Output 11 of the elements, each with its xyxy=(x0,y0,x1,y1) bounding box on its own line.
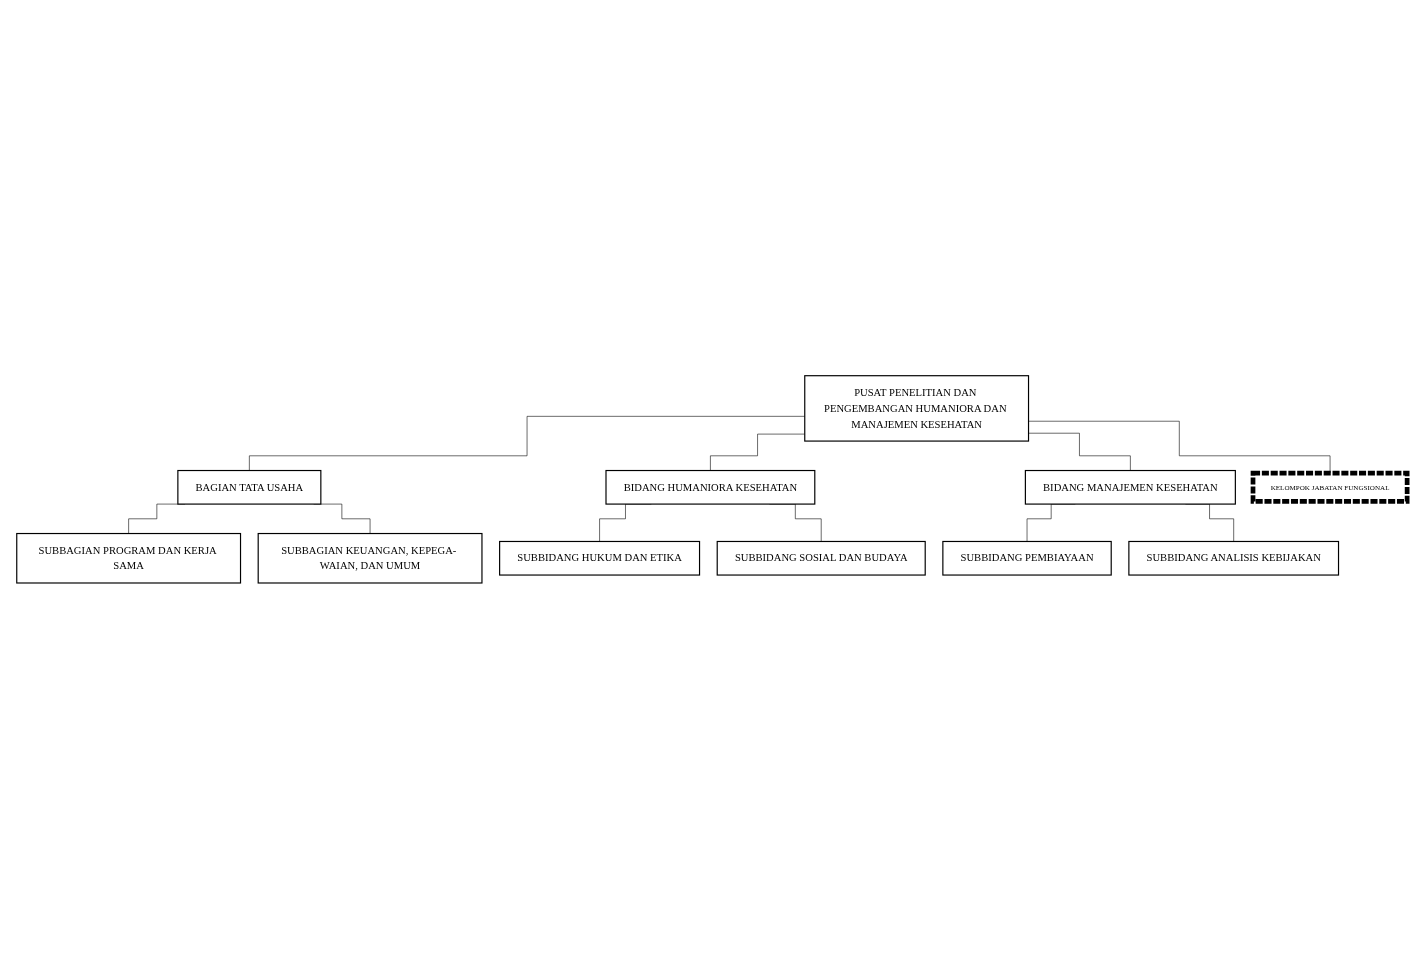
node-box: BAGIAN TATA USAHA xyxy=(177,470,322,505)
node-box: BIDANG HUMANIORA KESEHATAN xyxy=(605,470,816,505)
node-box: SUBBIDANG ANALISIS KEBIJAKAN xyxy=(1128,541,1340,576)
node-box: BIDANG MANAJEMEN KESEHATAN xyxy=(1024,470,1236,505)
node-box: SUBBAGIAN KEUANGAN, KEPEGA- WAIAN, DAN UMUM xyxy=(257,533,483,584)
connector xyxy=(1028,433,1131,471)
node-box: SUBBIDANG SOSIAL DAN BUDAYA xyxy=(716,541,926,576)
node-box: SUBBIDANG PEMBIAYAAN xyxy=(942,541,1112,576)
node-box: SUBBIDANG HUKUM DAN ETIKA xyxy=(499,541,701,576)
node-box: SUBBAGIAN PROGRAM DAN KERJA SAMA xyxy=(16,533,242,584)
node-box: PUSAT PENELITIAN DAN PENGEMBANGAN HUMANIORA DAN MANAJEMEN KESEHATAN xyxy=(804,375,1030,442)
